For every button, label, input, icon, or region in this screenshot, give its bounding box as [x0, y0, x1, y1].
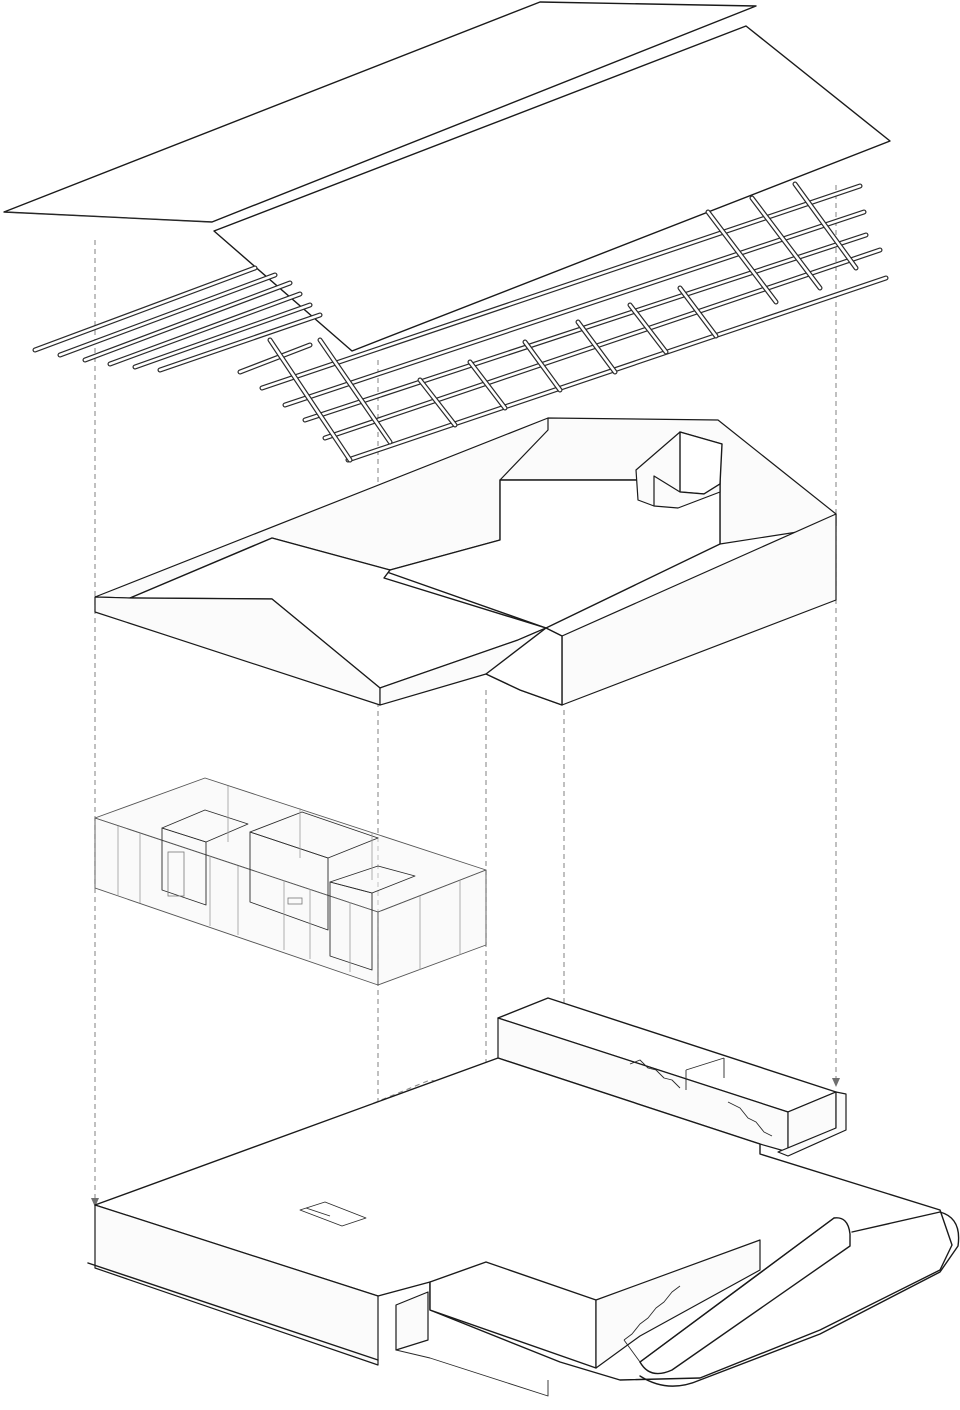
base-outer-rim: [639, 1211, 960, 1387]
base-floor-opening-steps: [305, 1207, 331, 1217]
facade-walls: [94, 417, 837, 706]
base-ramp: [395, 1217, 851, 1397]
base-stairs-front: [623, 1285, 681, 1363]
base-rear-block-front: [497, 1017, 789, 1153]
roof-panel-rear-edge: [3, 211, 213, 223]
arrow-head-left: [91, 1198, 99, 1207]
glass-volume: [94, 777, 487, 986]
roof-panels: [3, 1, 891, 352]
base-recessed-door: [395, 1291, 429, 1351]
facade-interior-floor: [383, 479, 721, 629]
base-stairs-rear: [629, 1057, 773, 1137]
skylight-box: [635, 431, 723, 509]
interior-boxes: [161, 809, 416, 971]
roof-panel-front: [213, 25, 891, 352]
glass-window: [287, 897, 303, 905]
base-right-cap: [777, 1091, 847, 1157]
roof-cross-members: [267, 181, 859, 463]
facade-passage-cut: [485, 627, 563, 706]
base-floor-opening: [299, 1201, 367, 1227]
roof-rafters-left: [32, 265, 323, 373]
roof-structure: [32, 181, 889, 463]
base-plinth: [87, 997, 960, 1397]
base-platform-front: [94, 1204, 379, 1366]
glass-volume-side: [377, 869, 487, 986]
glass-mullions: [117, 786, 461, 972]
roof-purlins: [237, 183, 889, 463]
arrow-head-right: [832, 1078, 840, 1087]
base-platform-lip: [87, 1262, 379, 1361]
glass-door: [167, 851, 185, 897]
base-courtyard-wall: [595, 1239, 761, 1369]
